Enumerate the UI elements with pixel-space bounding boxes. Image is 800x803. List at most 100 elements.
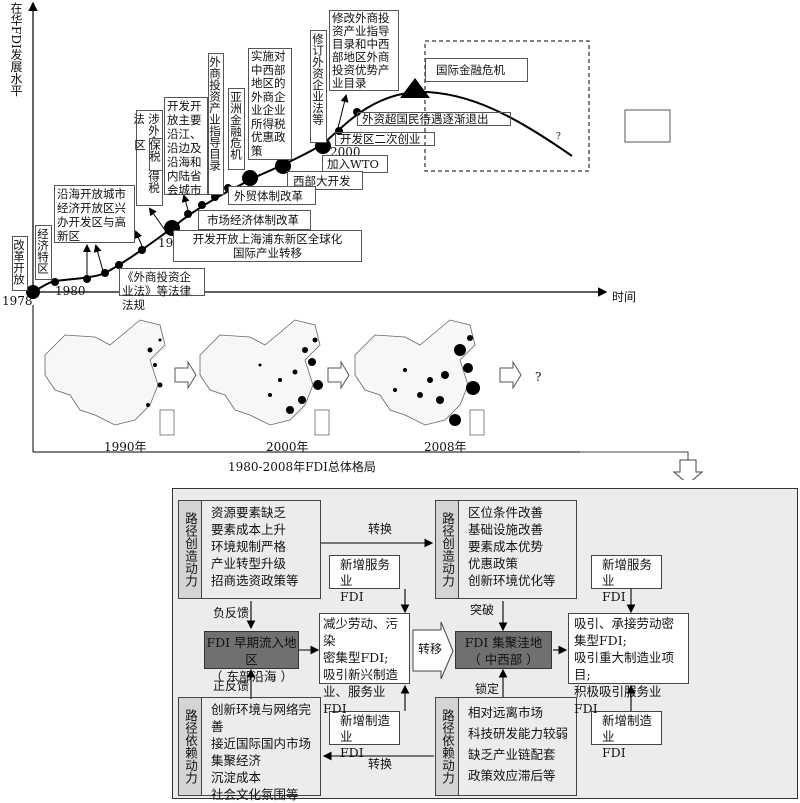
east-subtitle: （ 东部沿海 ） <box>210 669 293 684</box>
br-label: 路径依赖动力 <box>435 697 459 795</box>
event-trade-reform: 外贸体制改革 <box>228 186 316 205</box>
tr-item: 要素成本优势 <box>468 539 544 554</box>
new-service-text: 新增服务业 <box>340 557 391 588</box>
x-axis-label: 时间 <box>612 290 637 304</box>
tr-item: 区位条件改善 <box>468 505 544 520</box>
center-line: 减少劳动、污染 <box>323 616 399 648</box>
fdi-dots <box>146 335 480 426</box>
right-line: 吸引重大制造业项目; <box>574 650 675 682</box>
event-asia-crisis: 亚洲金融危机 <box>228 88 245 170</box>
transfer-label: 转移 <box>418 642 443 656</box>
bl-item: 创新环境与网络完善 <box>211 702 312 734</box>
east-coast-box: FDI 早期流入地区 （ 东部沿海 ） <box>204 631 299 684</box>
event-pudong: 开发开放上海浦东新区全球化国际产业转移 <box>173 230 362 262</box>
tl-item: 资源要素缺乏 <box>211 505 287 520</box>
br-item: 政策效应滞后等 <box>468 768 556 783</box>
convert-bottom-label: 转换 <box>368 757 393 771</box>
curve-dots <box>26 108 361 299</box>
event-market-reform: 市场经济体制改革 <box>198 210 311 230</box>
connector-line <box>580 451 689 472</box>
event-catalog: 外商投资产业指导目录 <box>208 53 224 195</box>
event-revise-catalog: 修改外商投资产业指导目录和中西部地区外商投资优势产业目录 <box>329 10 399 91</box>
map-question: ? <box>535 370 542 384</box>
right-line: 集型FDI; <box>574 633 627 648</box>
breakthrough-label: 突破 <box>470 603 495 617</box>
timeline-chart <box>26 1 704 480</box>
br-box: 相对远离市场科技研发能力较弱缺乏产业链配套政策效应滞后等 <box>435 697 577 796</box>
midwest-title: FDI 集聚洼地 <box>464 635 543 650</box>
right-line: 积极吸引服务业FDI <box>574 684 662 716</box>
future-question: ? <box>556 132 561 142</box>
new-service-text: 新增服务业 <box>602 557 653 588</box>
center-line: 密集型FDI; <box>323 650 389 665</box>
br-item: 缺乏产业链配套 <box>468 747 556 762</box>
event-law: 《外商投资企业法》等法律法规 <box>119 268 205 312</box>
event-zone-second: 开发区二次创业 <box>335 132 435 146</box>
fdi-text: FDI <box>602 589 626 604</box>
tr-item: 创新环境优化等 <box>468 573 556 588</box>
event-midwest-tax: 实施对中西部地区的外商企业企业所得税优惠政策 <box>248 48 292 160</box>
year-1980: 1980 <box>55 284 86 298</box>
fdi-text: FDI <box>340 589 364 604</box>
map-label-2008: 2008年 <box>424 440 467 454</box>
fdi-text: FDI <box>602 745 626 760</box>
event-reform: 改革开放 <box>12 236 28 291</box>
transfer-block-arrow <box>412 621 454 680</box>
mechanism-panel: 路径创造动力 资源要素缺乏要素成本上升环境规制严格产业转型升级招商选资政策等 路… <box>172 488 798 802</box>
map-label-1990: 1990年 <box>104 440 147 454</box>
tl-box: 资源要素缺乏要素成本上升环境规制严格产业转型升级招商选资政策等 <box>178 500 321 599</box>
lock-label: 锁定 <box>475 682 500 696</box>
new-mfg-text: 新增制造业 <box>340 713 391 744</box>
br-item: 科技研发能力较弱 <box>468 726 569 741</box>
bl-label: 路径依赖动力 <box>178 697 202 795</box>
tl-item: 产业转型升级 <box>211 556 287 571</box>
center-line: 吸引新兴制造 <box>323 667 399 682</box>
right-line: 吸引、承接劳动密 <box>574 616 675 631</box>
tr-label: 路径创造动力 <box>435 500 459 598</box>
panel-arrows <box>246 538 636 761</box>
tr-item: 优惠政策 <box>468 556 519 571</box>
midwest-box: FDI 集聚洼地 （ 中西部 ） <box>455 631 552 669</box>
tl-label: 路径创造动力 <box>178 500 202 598</box>
tl-item: 环境规制严格 <box>211 539 287 554</box>
event-revise-law: 修订外资企业法等 <box>310 30 327 143</box>
bl-item: 沉淀成本 <box>211 770 262 785</box>
event-national-treatment: 外资超国民待遇逐渐退出 <box>357 112 511 126</box>
maps-caption: 1980-2008年FDI总体格局 <box>228 460 376 474</box>
midwest-subtitle: （ 中西部 ） <box>468 652 539 667</box>
fdi-text: FDI <box>340 745 364 760</box>
bl-item: 集聚经济 <box>211 753 262 768</box>
tl-item: 要素成本上升 <box>211 522 287 537</box>
pos-feedback-label: 正反馈 <box>213 679 250 693</box>
year-1978: 1978 <box>2 294 33 308</box>
convert-top-label: 转换 <box>368 522 393 536</box>
bl-item: 接近国际国内市场 <box>211 736 312 751</box>
new-mfg-text: 新增制造业 <box>602 713 653 744</box>
center-policy-box: 减少劳动、污染密集型FDI; 吸引新兴制造业、服务业FDI <box>319 613 410 716</box>
tl-item: 招商选资政策等 <box>211 573 299 588</box>
event-west: 西部大开发 <box>287 171 363 190</box>
right-policy-box: 吸引、承接劳动密集型FDI; 吸引重大制造业项目;积极吸引服务业FDI <box>568 613 689 716</box>
crisis-triangle-icon <box>400 78 430 98</box>
y-axis-label: 在华FDI发展水平 <box>9 2 23 97</box>
br-item: 相对远离市场 <box>468 705 544 720</box>
bl-item: 社会文化氛围等 <box>211 787 299 802</box>
event-bonded: 保税区 <box>133 138 163 171</box>
event-coastal: 沿海开放城市经济开放区兴办开发区与高新区 <box>54 185 135 243</box>
center-line: 业、服务业FDI <box>323 684 386 716</box>
tr-box: 区位条件改善基础设施改善要素成本优势优惠政策创新环境优化等 <box>435 500 577 599</box>
east-title: FDI 早期流入地区 <box>206 635 297 667</box>
event-wto: 加入WTO <box>322 155 388 173</box>
bl-box: 创新环境与网络完善接近国际国内市场集聚经济沉淀成本社会文化氛围等 <box>178 697 321 802</box>
pudong-line-2: 国际产业转移 <box>233 246 302 260</box>
event-sez: 经济特区 <box>35 225 52 280</box>
tr-item: 基础设施改善 <box>468 522 544 537</box>
pudong-line-1: 开发开放上海浦东新区全球化 <box>192 232 343 246</box>
map-label-2000: 2000年 <box>266 440 309 454</box>
map-arrows <box>174 360 522 390</box>
event-open-river: 开发开放主要沿江、沿边及沿海和内陆省会城市 <box>164 97 208 197</box>
